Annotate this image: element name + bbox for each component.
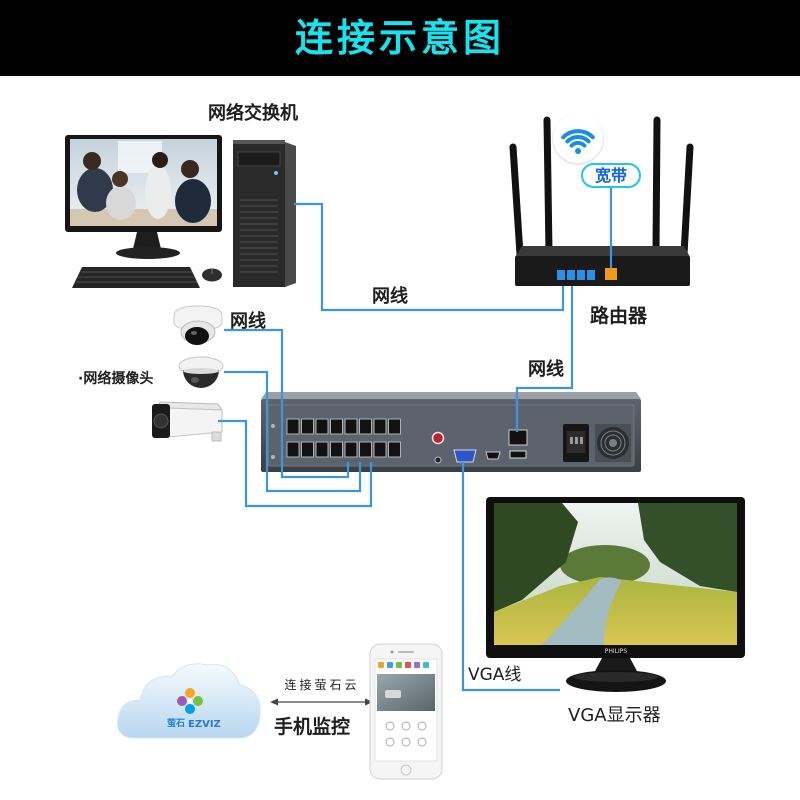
- label-ip-cameras: ·网络摄像头: [78, 371, 154, 387]
- router: [509, 116, 694, 286]
- rj45-port: [344, 441, 358, 458]
- cooling-fan: [595, 424, 631, 462]
- phone-app-icons: [378, 662, 429, 668]
- ip-cameras: [152, 305, 224, 442]
- turret-camera: [173, 305, 223, 345]
- rj45-port: [388, 418, 401, 435]
- router-lan-port: [587, 270, 595, 280]
- antenna: [509, 143, 524, 258]
- ezviz-logo-icon: [177, 688, 203, 714]
- rj45-port: [286, 441, 300, 458]
- label-cable-nvr: 网线: [528, 359, 564, 380]
- desktop-monitor: [65, 135, 222, 259]
- broadband-badge: 宽带: [581, 163, 641, 188]
- label-vga-monitor: VGA显示器: [568, 705, 661, 726]
- router-lan-port: [567, 270, 575, 280]
- rj45-port: [330, 418, 343, 435]
- label-router: 路由器: [590, 305, 648, 327]
- label-vga-cable: VGA线: [468, 665, 522, 685]
- label-cable-router: 网线: [372, 286, 408, 307]
- router-wan-port: [605, 268, 617, 280]
- hdmi-port: [485, 451, 501, 460]
- mouse: [202, 268, 222, 282]
- rj45-port: [315, 418, 329, 435]
- monitor-screen-landscape: [494, 503, 737, 645]
- ezviz-logo-cn: 萤石: [167, 717, 185, 729]
- rj45-port: [301, 441, 314, 458]
- vga-monitor: PHILIPS: [486, 497, 745, 692]
- keyboard: [72, 267, 200, 288]
- antenna: [680, 143, 694, 258]
- cable-pc-to-router: [294, 202, 565, 312]
- audio-out-port: [434, 456, 442, 464]
- smartphone: [369, 643, 443, 780]
- dome-camera: [178, 356, 224, 388]
- rj45-port: [359, 418, 372, 435]
- phone-home-button: [400, 764, 412, 776]
- antenna: [652, 116, 661, 256]
- rj45-port: [330, 441, 343, 458]
- power-socket: [563, 424, 589, 462]
- wifi-icon: [552, 113, 604, 165]
- header-bar: 连接示意图: [0, 0, 800, 76]
- page-title: 连接示意图: [294, 16, 505, 60]
- pc-vents: [240, 199, 278, 273]
- network-cables: [218, 188, 613, 692]
- label-connect-cloud: 连接萤石云: [284, 678, 360, 692]
- cable-camera-2: [224, 370, 362, 493]
- monitor-brand-logo: PHILIPS: [605, 648, 628, 655]
- audio-port: [431, 431, 445, 445]
- router-lan-port: [577, 270, 585, 280]
- nvr-lan-port: [508, 429, 528, 446]
- pc-tower: [233, 140, 296, 287]
- phone-controls: [385, 721, 427, 747]
- cable-vga: [461, 462, 560, 692]
- rj45-port: [373, 418, 387, 435]
- ezviz-logo-en: EZVIZ: [188, 719, 221, 730]
- double-arrow-icon: [270, 698, 373, 706]
- ezviz-cloud: 萤石 EZVIZ: [117, 663, 261, 739]
- rj45-port: [344, 418, 358, 435]
- router-lan-port: [557, 270, 565, 280]
- label-mobile-monitoring: 手机监控: [274, 716, 351, 738]
- usb-port: [509, 450, 527, 459]
- rj45-port-bank: [286, 418, 401, 458]
- rj45-port: [388, 441, 401, 458]
- cable-router-to-nvr: [515, 286, 574, 432]
- nvr-recorder: [261, 392, 641, 472]
- antenna: [543, 116, 553, 256]
- rj45-port: [286, 418, 300, 435]
- screw: [271, 424, 275, 428]
- bullet-camera: [152, 401, 223, 442]
- vga-port: [453, 449, 477, 463]
- cable-camera-1: [224, 328, 350, 479]
- rj45-port: [315, 441, 329, 458]
- label-cable-cameras: 网线: [230, 311, 266, 332]
- label-network-switch: 网络交换机: [208, 103, 298, 124]
- cable-camera-3: [218, 419, 373, 508]
- screw: [271, 455, 275, 459]
- rj45-port: [359, 441, 372, 458]
- rj45-port: [373, 441, 387, 458]
- rj45-port: [301, 418, 314, 435]
